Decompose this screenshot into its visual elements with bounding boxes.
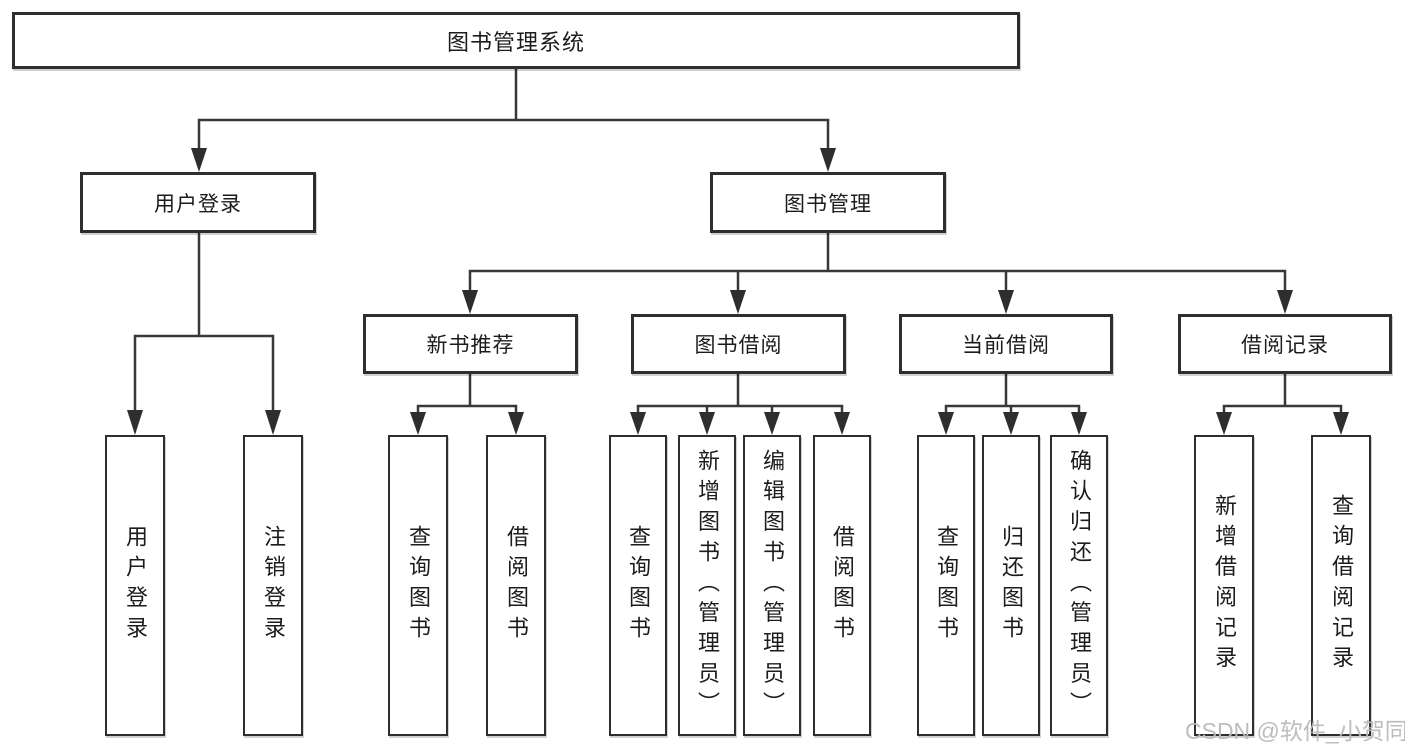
node-book-borrow: 图书借阅	[631, 314, 846, 374]
node-leaf-rec-borrow-books-label: 借阅图书	[504, 524, 529, 647]
edge-newbookrec-to-leaves	[416, 373, 518, 416]
node-borrow-records: 借阅记录	[1178, 314, 1392, 374]
edge-bookborrow-to-leaves	[636, 373, 844, 416]
node-user-login-label: 用户登录	[154, 192, 242, 216]
node-leaf-borrow-edit-books: 编辑图书（管理员）	[743, 435, 801, 736]
node-book-mgmt-label: 图书管理	[784, 192, 872, 216]
edge-currentborrow-to-leaves	[944, 373, 1081, 416]
node-root-label: 图书管理系统	[446, 29, 585, 55]
edge-bookmgmt-to-level3	[468, 231, 1287, 294]
node-leaf-borrow-add-books-label: 新增图书（管理员）	[695, 448, 720, 723]
node-leaf-current-query-books: 查询图书	[917, 435, 975, 736]
node-user-login: 用户登录	[80, 172, 316, 233]
node-leaf-borrow-edit-books-label: 编辑图书（管理员）	[760, 448, 785, 723]
node-root: 图书管理系统	[12, 12, 1020, 69]
node-new-book-rec: 新书推荐	[363, 314, 578, 374]
node-leaf-rec-borrow-books: 借阅图书	[486, 435, 546, 736]
node-leaf-user-login: 用户登录	[105, 435, 165, 736]
node-leaf-records-add: 新增借阅记录	[1194, 435, 1254, 736]
edge-userlogin-to-leaves	[133, 231, 275, 414]
node-leaf-logout-label: 注销登录	[261, 524, 286, 647]
csdn-watermark: CSDN @软件_小贺同学	[1185, 718, 1405, 744]
node-leaf-user-login-label: 用户登录	[123, 524, 148, 647]
node-leaf-current-query-books-label: 查询图书	[934, 524, 959, 647]
node-leaf-current-confirm-return: 确认归还（管理员）	[1050, 435, 1108, 736]
node-leaf-current-return-books-label: 归还图书	[999, 524, 1024, 647]
node-leaf-borrow-borrow-books: 借阅图书	[813, 435, 871, 736]
node-leaf-records-add-label: 新增借阅记录	[1212, 494, 1237, 677]
node-leaf-logout: 注销登录	[243, 435, 303, 736]
node-book-mgmt: 图书管理	[710, 172, 946, 233]
arrowheads	[127, 148, 1349, 435]
node-leaf-borrow-borrow-books-label: 借阅图书	[830, 524, 855, 647]
node-leaf-rec-query-books-label: 查询图书	[406, 524, 431, 647]
node-leaf-current-confirm-return-label: 确认归还（管理员）	[1067, 448, 1092, 723]
node-leaf-records-query: 查询借阅记录	[1311, 435, 1371, 736]
node-book-borrow-label: 图书借阅	[694, 334, 783, 357]
node-leaf-borrow-query-books-label: 查询图书	[626, 524, 651, 647]
node-leaf-records-query-label: 查询借阅记录	[1329, 494, 1354, 677]
node-current-borrow-label: 当前借阅	[962, 334, 1050, 357]
node-current-borrow: 当前借阅	[899, 314, 1113, 374]
node-leaf-rec-query-books: 查询图书	[388, 435, 448, 736]
node-new-book-rec-label: 新书推荐	[426, 334, 515, 357]
edge-root-to-level2	[197, 67, 830, 152]
node-leaf-borrow-query-books: 查询图书	[609, 435, 667, 736]
edge-borrowrecords-to-leaves	[1222, 373, 1343, 416]
node-leaf-borrow-add-books: 新增图书（管理员）	[678, 435, 736, 736]
node-leaf-current-return-books: 归还图书	[982, 435, 1040, 736]
node-borrow-records-label: 借阅记录	[1241, 334, 1329, 357]
